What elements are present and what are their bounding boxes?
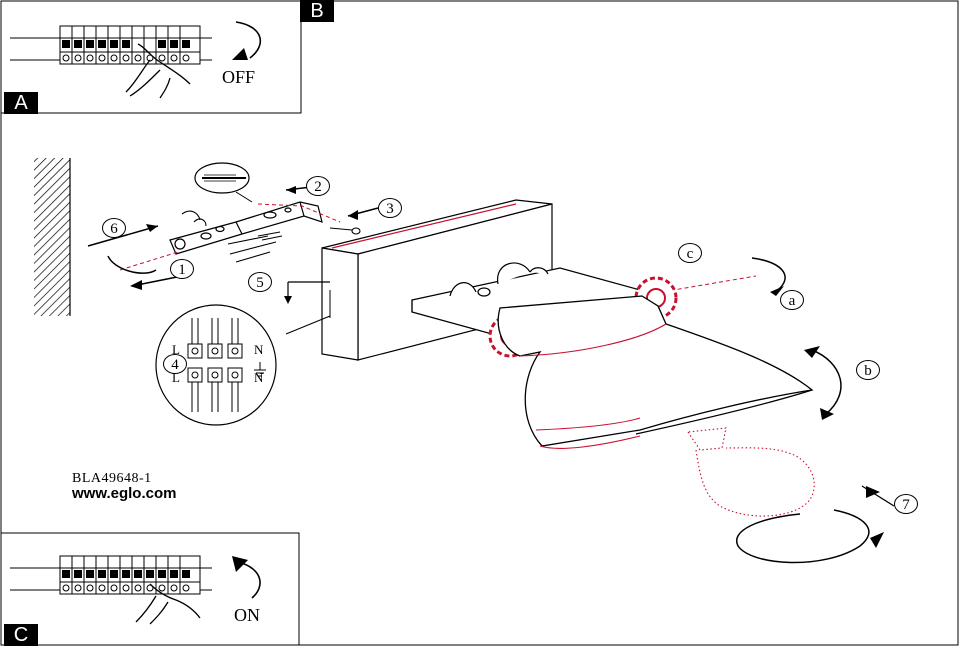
terminal-block-detail (155, 304, 277, 426)
terminal-live-top: L (172, 342, 180, 357)
on-label: ON (234, 605, 260, 625)
callout-b: b (856, 360, 880, 380)
breaker-row-bottom (59, 555, 201, 595)
panel-c-breaker-on (0, 532, 300, 646)
website-url: www.eglo.com (72, 485, 177, 502)
on-arrow (237, 561, 261, 599)
arrow-to-7 (861, 485, 895, 507)
terminal-neutral-top: N (254, 342, 264, 357)
terminal-neutral-bottom: N (254, 370, 264, 385)
breaker-row-top (59, 25, 201, 65)
terminal-live-bottom: L (172, 370, 180, 385)
arrowheads (130, 186, 884, 548)
callout-2: 2 (306, 176, 330, 196)
screws (181, 210, 361, 263)
callout-5: 5 (248, 272, 272, 292)
callout-3: 3 (378, 198, 402, 218)
callout-4: 4 (163, 354, 187, 374)
off-label: OFF (222, 67, 256, 87)
panel-tag-b: B (300, 0, 334, 22)
wall-hatched (34, 158, 71, 316)
callout-a: a (780, 290, 804, 310)
off-arrow (235, 21, 261, 59)
panel-a-breaker-off (0, 0, 302, 114)
panel-tag-c: C (4, 624, 38, 646)
hand-c (135, 583, 201, 625)
light-bulb (687, 427, 815, 517)
product-code: BLA49648-1 (72, 471, 152, 486)
ground-symbol (254, 362, 266, 377)
rotation-arrows (87, 185, 870, 564)
callout-6: 6 (102, 218, 126, 238)
lamp-shade (497, 295, 814, 449)
screw-detail-bubble (194, 162, 253, 203)
callout-7: 7 (894, 494, 918, 514)
callout-c: c (678, 243, 702, 263)
mounting-bracket (169, 201, 323, 255)
hand-a (125, 43, 191, 99)
callout-1: 1 (170, 259, 194, 279)
down-arrow-5 (284, 281, 331, 335)
panel-tag-a: A (4, 92, 38, 114)
